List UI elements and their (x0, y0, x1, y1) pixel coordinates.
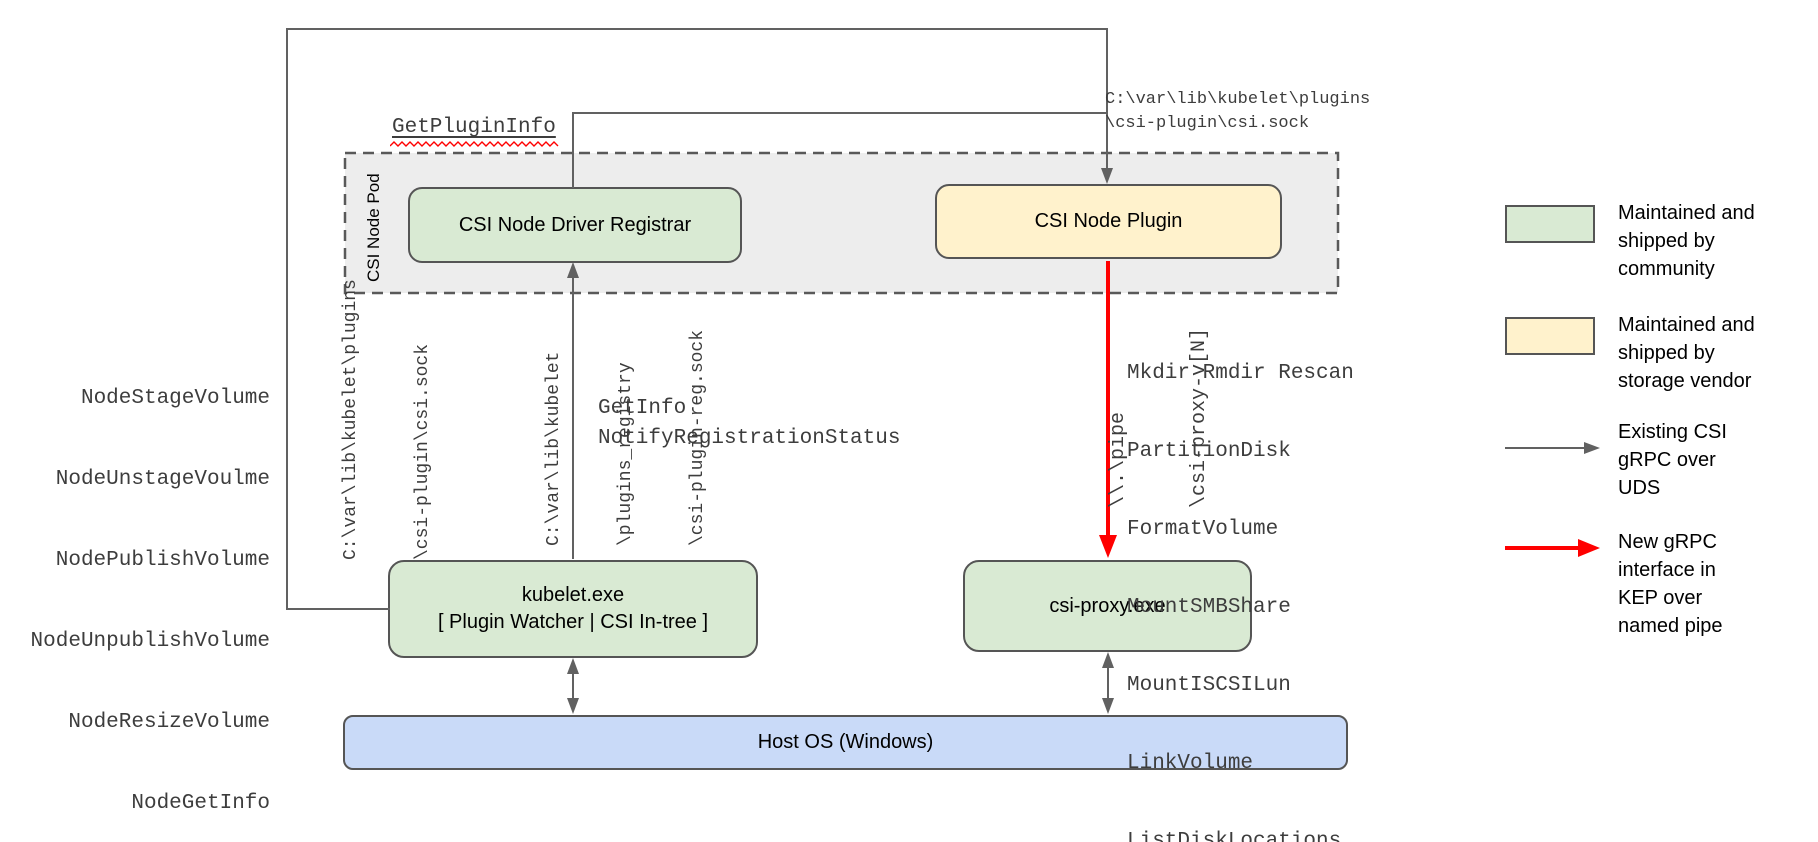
spellcheck-squiggle-underline (390, 141, 559, 147)
legend-pipe-line: New gRPC (1618, 531, 1717, 553)
proxy-method: PartitionDisk (1127, 440, 1291, 463)
legend-uds-line: gRPC over (1618, 449, 1716, 471)
proxy-method: Mkdir Rmdir Rescan (1127, 362, 1354, 385)
legend-vendor-line: storage vendor (1618, 370, 1752, 392)
proxy-method: LinkVolume (1127, 752, 1254, 775)
proxy-method: FormatVolume (1127, 518, 1279, 541)
node-method: NodeUnstageVoulme (55, 468, 270, 491)
legend-uds-text: Existing CSI gRPC over UDS (1618, 418, 1727, 502)
registration-call: NotifyRegistrationStatus (598, 427, 901, 450)
host-os-box: Host OS (Windows) (343, 715, 1348, 770)
node-method: NodeStageVolume (80, 387, 270, 410)
legend-community-line: shipped by (1618, 230, 1715, 252)
kubelet-label-line1: kubelet.exe (521, 584, 625, 606)
legend-pipe-line: KEP over (1618, 587, 1703, 609)
kubelet-label-line2: [ Plugin Watcher | CSI In-tree ] (437, 611, 709, 633)
node-method: NodeUnpublishVolume (30, 630, 270, 653)
legend-vendor-line: Maintained and (1618, 314, 1755, 336)
legend-vendor-line: shipped by (1618, 342, 1715, 364)
uds-socket-path-left: C:\var\lib\kubelet\plugins \csi-plugin\c… (291, 260, 483, 560)
uds-socket-path-top: C:\var\lib\kubelet\plugins \csi-plugin\c… (1105, 88, 1370, 136)
registration-call: GetInfo (598, 397, 687, 420)
proxy-method: MountISCSILun (1127, 674, 1291, 697)
csi-node-driver-registrar-box: CSI Node Driver Registrar (408, 187, 742, 263)
legend-pipe-text: New gRPC interface in KEP over named pip… (1618, 528, 1723, 640)
node-method: NodeResizeVolume (68, 711, 270, 734)
proxy-method: ListDiskLocations (1127, 830, 1342, 842)
proxy-method: MountSMBShare (1127, 596, 1291, 619)
node-methods-list: NodeStageVolume NodeUnstageVoulme NodePu… (20, 331, 270, 842)
legend-uds-line: Existing CSI (1618, 421, 1727, 443)
csi-node-plugin-box: CSI Node Plugin (935, 184, 1282, 259)
legend-community-line: community (1618, 258, 1715, 280)
host-os-label: Host OS (Windows) (757, 731, 934, 753)
uds-socket-path-top-line1: C:\var\lib\kubelet\plugins (1105, 90, 1371, 109)
node-method: NodePublishVolume (55, 549, 270, 572)
legend-community-text: Maintained and shipped by community (1618, 199, 1755, 283)
kubelet-box: kubelet.exe [ Plugin Watcher | CSI In-tr… (388, 560, 758, 658)
legend-vendor-text: Maintained and shipped by storage vendor (1618, 311, 1755, 395)
legend-uds-line: UDS (1618, 477, 1661, 499)
proxy-methods-list: Mkdir Rmdir Rescan PartitionDisk FormatV… (1127, 309, 1354, 842)
get-plugin-info-label: GetPluginInfo (392, 116, 556, 139)
legend-community-line: Maintained and (1618, 202, 1755, 224)
legend-pipe-line: named pipe (1618, 615, 1723, 637)
uds-socket-path-left-line2: \csi-plugin\csi.sock (413, 343, 433, 560)
uds-socket-path-top-line2: \csi-plugin\csi.sock (1105, 114, 1310, 133)
legend-vendor-swatch (1505, 317, 1595, 355)
uds-socket-path-left-line1: C:\var\lib\kubelet\plugins (341, 279, 361, 560)
registration-socket-path-line1: C:\var\lib\kubelet (544, 351, 564, 546)
legend-pipe-line: interface in (1618, 559, 1716, 581)
registration-calls: GetInfo NotifyRegistrationStatus (598, 394, 900, 454)
csi-node-driver-registrar-label: CSI Node Driver Registrar (458, 213, 692, 236)
legend-community-swatch (1505, 205, 1595, 243)
node-method: NodeGetInfo (131, 792, 270, 815)
csi-node-plugin-label: CSI Node Plugin (1034, 210, 1183, 232)
